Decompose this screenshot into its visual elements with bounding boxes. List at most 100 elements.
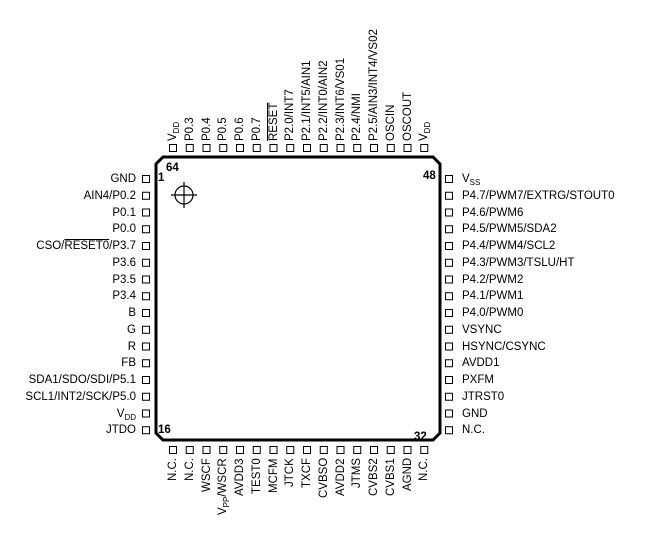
pin-pad-left-2 — [142, 191, 150, 200]
pin-pad-left-4 — [142, 225, 150, 234]
pin-pad-right-48 — [445, 175, 453, 183]
pin-pad-right-39 — [445, 325, 453, 334]
pin-pad-top-55 — [319, 144, 328, 152]
pin-label-bottom-18: N.C. — [183, 458, 196, 481]
pin-label-right-43: P4.3/PWM3/TSLU/HT — [462, 256, 575, 269]
pin-label-bottom-26: CVBSO — [317, 457, 330, 498]
pin-pad-right-40 — [445, 309, 453, 317]
pin-label-bottom-22: TEST0 — [250, 458, 263, 494]
pin-label-left-7: P3.5 — [112, 273, 136, 286]
pin-label-left-13: SDA1/SDO/SDI/P5.1 — [28, 374, 136, 386]
pin-label-left-6: P3.6 — [112, 256, 136, 269]
pin-label-right-36: PXFM — [462, 374, 494, 386]
pin-pad-left-13 — [142, 376, 150, 384]
pin-pad-bottom-18 — [185, 446, 194, 454]
pin-label-top-57: P2.0/INT7 — [284, 89, 297, 141]
pin-pad-top-56 — [303, 144, 311, 152]
pin-label-left-9: B — [128, 307, 136, 319]
pin-label-bottom-28: JTMS — [351, 457, 364, 488]
pin-pad-right-43 — [445, 258, 453, 267]
pin-number-16: 16 — [158, 424, 171, 436]
pin-pad-right-41 — [445, 292, 453, 301]
pin-label-top-58: RESET — [267, 102, 280, 141]
pin-pad-right-45 — [445, 225, 453, 234]
pin-label-left-1: GND — [110, 173, 136, 185]
pin-pad-left-12 — [142, 359, 150, 368]
pin-pad-top-61 — [219, 144, 228, 152]
pin-pad-left-5 — [142, 242, 150, 250]
pin-label-top-59: P0.7 — [250, 117, 263, 141]
pin-label-top-49: VDD — [418, 121, 433, 141]
pin-number-48: 48 — [423, 170, 436, 182]
pin-label-bottom-19: WSCF — [200, 458, 213, 492]
pin-pad-right-33 — [445, 426, 453, 435]
pin-pad-right-38 — [445, 342, 453, 351]
pin-label-bottom-30: CVBS1 — [384, 458, 397, 496]
pin-pad-left-3 — [142, 208, 150, 217]
pin-pad-bottom-32 — [420, 446, 429, 454]
pin-label-left-8: P3.4 — [112, 290, 136, 303]
pin-pad-right-42 — [445, 275, 453, 284]
pin-pad-top-51 — [386, 144, 395, 152]
pin-pad-bottom-27 — [336, 446, 345, 454]
pin-pad-top-54 — [336, 144, 345, 152]
pin-pad-left-7 — [142, 275, 150, 284]
pin-label-top-50: OSCOUT — [401, 91, 414, 141]
pin-label-left-4: P0.0 — [112, 223, 136, 236]
pin-pad-top-52 — [370, 144, 378, 152]
pin-number-64: 64 — [166, 162, 179, 174]
pin-label-top-64: VDD — [167, 121, 181, 141]
pin-label-left-2: AIN4/P0.2 — [83, 189, 136, 202]
pin-pad-top-57 — [286, 144, 295, 152]
pin-label-left-14: SCL1/INT2/SCK/P5.0 — [25, 390, 136, 403]
pin-label-top-63: P0.3 — [183, 117, 196, 141]
pin-label-right-44: P4.4/PWM4/SCL2 — [462, 240, 556, 252]
pin-pad-top-62 — [202, 144, 211, 152]
pin-label-top-52: P2.5/AIN3/INT4/VS02 — [368, 29, 380, 141]
pin-pad-left-9 — [142, 309, 150, 317]
pin-pad-bottom-31 — [403, 446, 412, 454]
pin-label-bottom-32: N.C. — [418, 458, 431, 481]
pin-pad-bottom-28 — [353, 446, 362, 454]
pin-pad-bottom-19 — [202, 446, 211, 454]
pin-pad-bottom-23 — [269, 446, 278, 454]
pin-label-right-47: P4.7/PWM7/EXTRG/STOUT0 — [462, 189, 615, 202]
pin-label-right-34: GND — [462, 407, 488, 420]
pin-pad-bottom-17 — [169, 446, 177, 454]
pin-label-right-39: VSYNC — [462, 323, 502, 336]
pin-label-bottom-25: TXCF — [301, 457, 313, 488]
pin-pad-right-47 — [445, 191, 453, 200]
pin-label-top-53: P2.4/NMI — [351, 93, 364, 141]
pin-pad-bottom-20 — [219, 446, 228, 454]
pin-pad-left-1 — [142, 175, 150, 183]
pin-pad-bottom-21 — [236, 446, 244, 454]
pin-pad-right-35 — [445, 392, 453, 401]
pin-label-left-15: VDD — [116, 407, 136, 422]
pin-pad-right-36 — [445, 376, 453, 384]
pin-pad-bottom-25 — [303, 446, 311, 454]
pin-label-right-45: P4.5/PWM5/SDA2 — [462, 223, 557, 236]
pin-pad-left-15 — [142, 409, 150, 418]
pin-pad-left-10 — [142, 325, 150, 334]
pin-label-top-62: P0.4 — [200, 117, 213, 141]
pin-label-left-16: JTDO — [105, 424, 136, 437]
pin-label-bottom-21: AVDD3 — [234, 458, 246, 497]
pin-label-top-60: P0.6 — [234, 117, 246, 141]
pin-pad-top-60 — [236, 144, 244, 152]
pin-label-left-10: G — [127, 323, 136, 336]
pin-label-top-55: P2.2/INT0/AIN2 — [317, 60, 330, 141]
pin-label-bottom-31: AGND — [401, 457, 414, 491]
pin-pad-top-53 — [353, 144, 362, 152]
pin-pad-bottom-26 — [319, 446, 328, 454]
pin-number-1: 1 — [158, 172, 165, 184]
pin-label-left-12: FB — [121, 357, 136, 370]
pin-label-right-42: P4.2/PWM2 — [462, 273, 524, 286]
pin-label-right-35: JTRST0 — [462, 390, 505, 403]
pin-label-right-46: P4.6/PWM6 — [462, 206, 524, 219]
pin-label-left-11: R — [127, 340, 136, 353]
pin-label-top-61: P0.5 — [217, 117, 230, 141]
pin-number-32: 32 — [414, 431, 427, 443]
pin-pad-top-50 — [403, 144, 412, 152]
pin-label-right-37: AVDD1 — [462, 357, 500, 370]
pin-pad-bottom-24 — [286, 446, 295, 454]
